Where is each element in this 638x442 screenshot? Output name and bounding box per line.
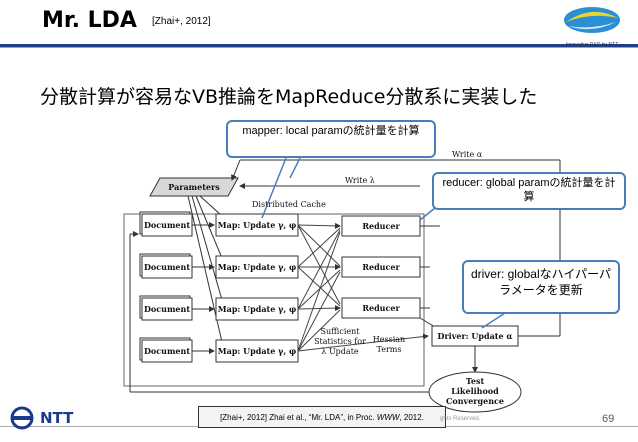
parameters-box [149,177,239,197]
map-label: Map: Update γ, φ [218,304,296,314]
slide-title: Mr. LDA [42,8,137,33]
sufficient-stats-label: Statistics for [314,337,366,346]
map-label: Map: Update γ, φ [218,262,296,272]
document-label: Document [144,220,190,230]
title-reference: [Zhai+, 2012] [152,16,211,27]
test-convergence-label: Convergence [446,396,504,406]
hessian-label: Hessian [373,335,405,344]
logo-tagline: Innovative R&D by NTT [566,42,619,48]
page-number: 69 [602,413,615,425]
citation-suffix: , 2012. [399,413,424,422]
slide-heading: 分散計算が容易なVB推論をMapReduce分散系に実装した [40,86,538,108]
document-label: Document [144,346,190,356]
reducer-label: Reducer [362,262,400,272]
driver-callout-text: driver: globalなハイパーパラメータを更新 [470,267,612,297]
hessian-label: Terms [377,345,402,354]
document-box: Document [139,295,193,321]
reducer-callout: reducer: global paramの統計量を計算 [432,172,626,210]
innovative-rd-logo: Innovative R&D by NTT [564,7,620,48]
copyright-text: ghts Reserved. [440,416,481,422]
test-convergence-label: Test [466,376,485,386]
distributed-cache-label: Distributed Cache [252,200,326,209]
map-label: Map: Update γ, φ [218,220,296,230]
title-divider-thin [0,47,638,48]
citation-venue: WWW [376,413,400,422]
ntt-logo-icon [10,406,34,430]
write-alpha-label: Write α [452,150,483,159]
sufficient-stats-label: Sufficient [320,327,360,336]
citation-box: [Zhai+, 2012] Zhai et al., “Mr. LDA”, in… [198,406,446,428]
sufficient-stats-label: λ Update [321,347,359,356]
reducer-label: Reducer [362,221,400,231]
citation-prefix: [Zhai+, 2012] Zhai et al., “Mr. LDA”, in… [220,413,377,422]
document-box: Document [139,253,193,279]
document-label: Document [144,262,190,272]
document-box: Document [139,337,193,363]
map-label: Map: Update γ, φ [218,346,296,356]
reducer-label: Reducer [362,303,400,313]
document-box: Document [139,211,193,237]
reducer-callout-text: reducer: global paramの統計量を計算 [442,177,616,203]
title-divider [0,44,638,47]
driver-callout: driver: globalなハイパーパラメータを更新 [462,260,620,314]
write-lambda-label: Write λ [345,176,375,185]
parameters-label: Parameters [168,182,220,192]
ntt-logo-text: NTT [40,409,74,427]
driver-label: Driver: Update α [438,331,513,341]
mapper-callout-text: mapper: local paramの統計量を計算 [242,125,420,137]
document-label: Document [144,304,190,314]
mapper-callout: mapper: local paramの統計量を計算 [226,120,436,158]
test-convergence-label: Likelihood [451,386,499,396]
